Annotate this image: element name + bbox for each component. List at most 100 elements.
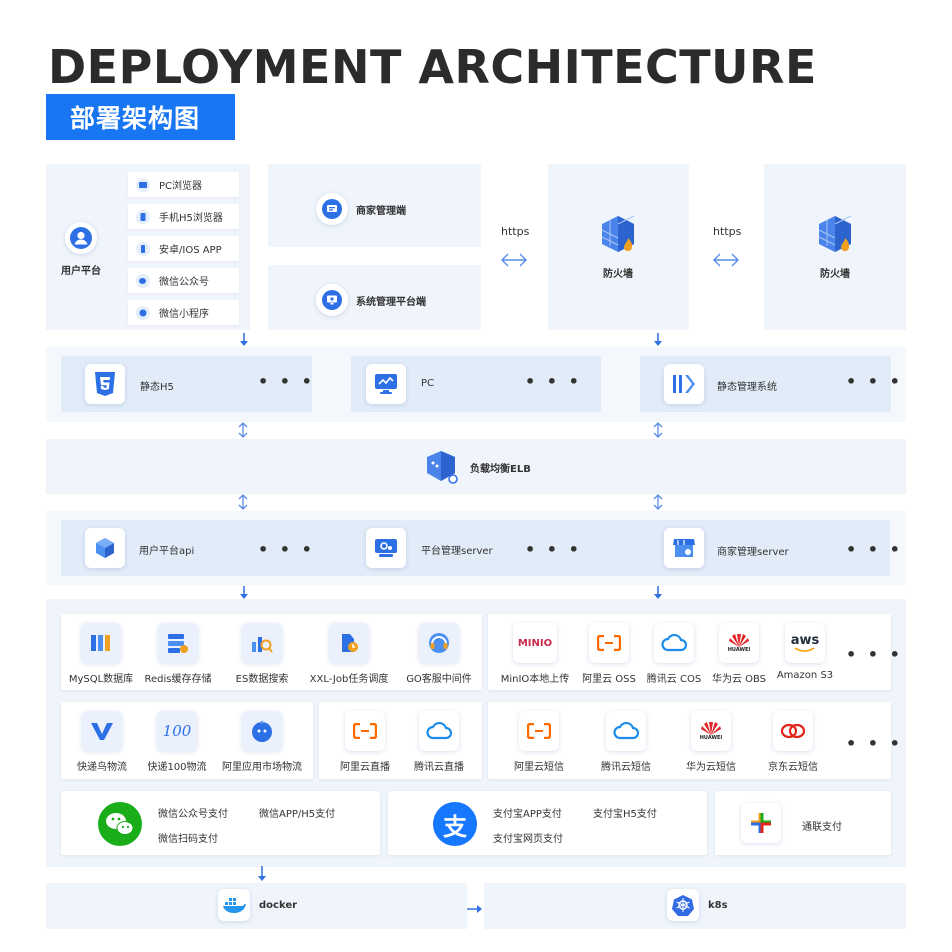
pay-method-label: 微信公众号支付 (158, 809, 228, 820)
kd100-logo: 100 (157, 711, 197, 751)
tencent-cloud-logo (654, 623, 694, 663)
cache-server-icon (158, 623, 198, 663)
storage-xxl-job: XXL-Job任务调度 (305, 623, 393, 685)
storage-mysql: MySQL数据库 (65, 623, 137, 685)
system-admin-label: 系统管理平台端 (356, 296, 426, 308)
docker-icon (218, 889, 250, 921)
docker-label: docker (259, 899, 298, 911)
mini-program-icon (136, 305, 150, 320)
merchant-admin-icon (316, 193, 348, 225)
cloud-tencent-cos: 腾讯云 COS (643, 623, 705, 685)
user-platform: 用户平台 (58, 222, 104, 277)
search-chart-icon (242, 623, 282, 663)
wechat-icon (136, 273, 150, 288)
down-arrow-icon (256, 866, 268, 886)
live-label: 腾讯云直播 (414, 762, 464, 773)
pay-method-label: 支付宝H5支付 (593, 809, 657, 820)
huawei-logo: HUAWEI (691, 711, 731, 751)
service-platform-label: 平台管理server (421, 546, 493, 557)
cloud-label: 阿里云 OSS (582, 674, 636, 685)
updown-arrow-icon (652, 494, 664, 514)
sms-label: 华为云短信 (686, 762, 736, 773)
minio-logo-text: MINIO (517, 637, 553, 649)
user-platform-label: 用户平台 (61, 266, 101, 277)
down-arrow-icon (652, 585, 664, 604)
huawei-logo: HUAWEI (719, 623, 759, 663)
sms-huawei: HUAWEI 华为云短信 (680, 711, 742, 773)
firewall-icon (818, 215, 852, 252)
more-indicator: • • • (846, 540, 903, 559)
logistics-aliyun-market: 阿里应用市场物流 (218, 711, 306, 773)
down-arrow-icon (238, 585, 250, 604)
logistics-kdniao: 快递鸟物流 (70, 711, 134, 773)
aliyun-logo (519, 711, 559, 751)
sms-tencent: 腾讯云短信 (595, 711, 657, 773)
system-admin-panel (268, 265, 481, 330)
client-mini-program: 微信小程序 (128, 300, 239, 325)
storage-redis: Redis缓存存储 (142, 623, 214, 685)
mobile-icon (136, 209, 150, 224)
client-pc-browser: PC浏览器 (128, 172, 239, 197)
firewall-label-1: 防火墙 (603, 269, 633, 280)
huawei-logo-text: HUAWEI (699, 735, 723, 741)
more-indicator: • • • (525, 540, 582, 559)
sms-jdcloud: 京东云短信 (762, 711, 824, 773)
firewall-2: 防火墙 (805, 210, 865, 280)
firewall-icon (601, 215, 635, 252)
cloud-label: 腾讯云 COS (646, 674, 702, 685)
admin-system-icon (664, 364, 704, 404)
more-indicator: • • • (258, 372, 315, 391)
client-label: 手机H5浏览器 (159, 213, 223, 224)
pay-method-label: 支付宝APP支付 (493, 809, 562, 820)
load-balancer: 负载均衡ELB (423, 449, 531, 485)
client-label: 微信公众号 (159, 277, 209, 288)
live-aliyun: 阿里云直播 (333, 711, 397, 773)
storage-label: GO客服中间件 (406, 674, 472, 685)
minio-logo: MINIO (513, 623, 557, 663)
kdniao-logo (82, 711, 122, 751)
https-label-1: https (501, 225, 530, 238)
tencent-cloud-logo (606, 711, 646, 751)
cloud-label: 华为云 OBS (711, 674, 767, 685)
client-h5-browser: 手机H5浏览器 (128, 204, 239, 229)
database-icon (81, 623, 121, 663)
huawei-logo-text: HUAWEI (727, 647, 751, 653)
logistics-kd100: 100 快递100物流 (145, 711, 209, 773)
kd100-logo-text: 100 (162, 722, 192, 740)
html5-icon (85, 364, 125, 404)
aws-logo-text: aws (790, 632, 820, 648)
cube-icon (85, 528, 125, 568)
docker-panel (46, 883, 467, 929)
client-app: 安卓/IOS APP (128, 236, 239, 261)
client-label: PC浏览器 (159, 181, 203, 192)
live-label: 阿里云直播 (340, 762, 390, 773)
elb-band (46, 439, 906, 494)
client-wechat-oa: 微信公众号 (128, 268, 239, 293)
firewall-1: 防火墙 (588, 210, 648, 280)
cloud-amazon-s3: aws Amazon S3 (775, 623, 835, 681)
subtitle-text: 部署架构图 (70, 104, 201, 133)
client-label: 安卓/IOS APP (159, 245, 222, 256)
headset-icon (419, 623, 459, 663)
sms-label: 腾讯云短信 (601, 762, 651, 773)
updown-arrow-icon (237, 494, 249, 514)
more-indicator: • • • (525, 372, 582, 391)
tencent-cloud-logo (419, 711, 459, 751)
merchant-admin: 商家管理端 (316, 193, 406, 225)
page-subtitle: 部署架构图 (46, 94, 235, 140)
kubernetes-icon (667, 889, 699, 921)
firewall-label-2: 防火墙 (820, 269, 850, 280)
sms-aliyun: 阿里云短信 (508, 711, 570, 773)
pay-method-label: 支付宝网页支付 (493, 834, 563, 845)
pc-monitor-icon (366, 364, 406, 404)
live-tencent: 腾讯云直播 (407, 711, 471, 773)
browser-icon (136, 177, 150, 192)
cloud-huawei-obs: HUAWEI 华为云 OBS (710, 623, 768, 685)
storage-label: ES数据搜索 (235, 674, 289, 685)
cloud-label: Amazon S3 (776, 670, 834, 681)
settings-monitor-icon (366, 528, 406, 568)
logistics-label: 阿里应用市场物流 (222, 762, 302, 773)
storage-es: ES数据搜索 (226, 623, 298, 685)
service-user-api-label: 用户平台api (139, 546, 195, 557)
sms-label: 京东云短信 (768, 762, 818, 773)
